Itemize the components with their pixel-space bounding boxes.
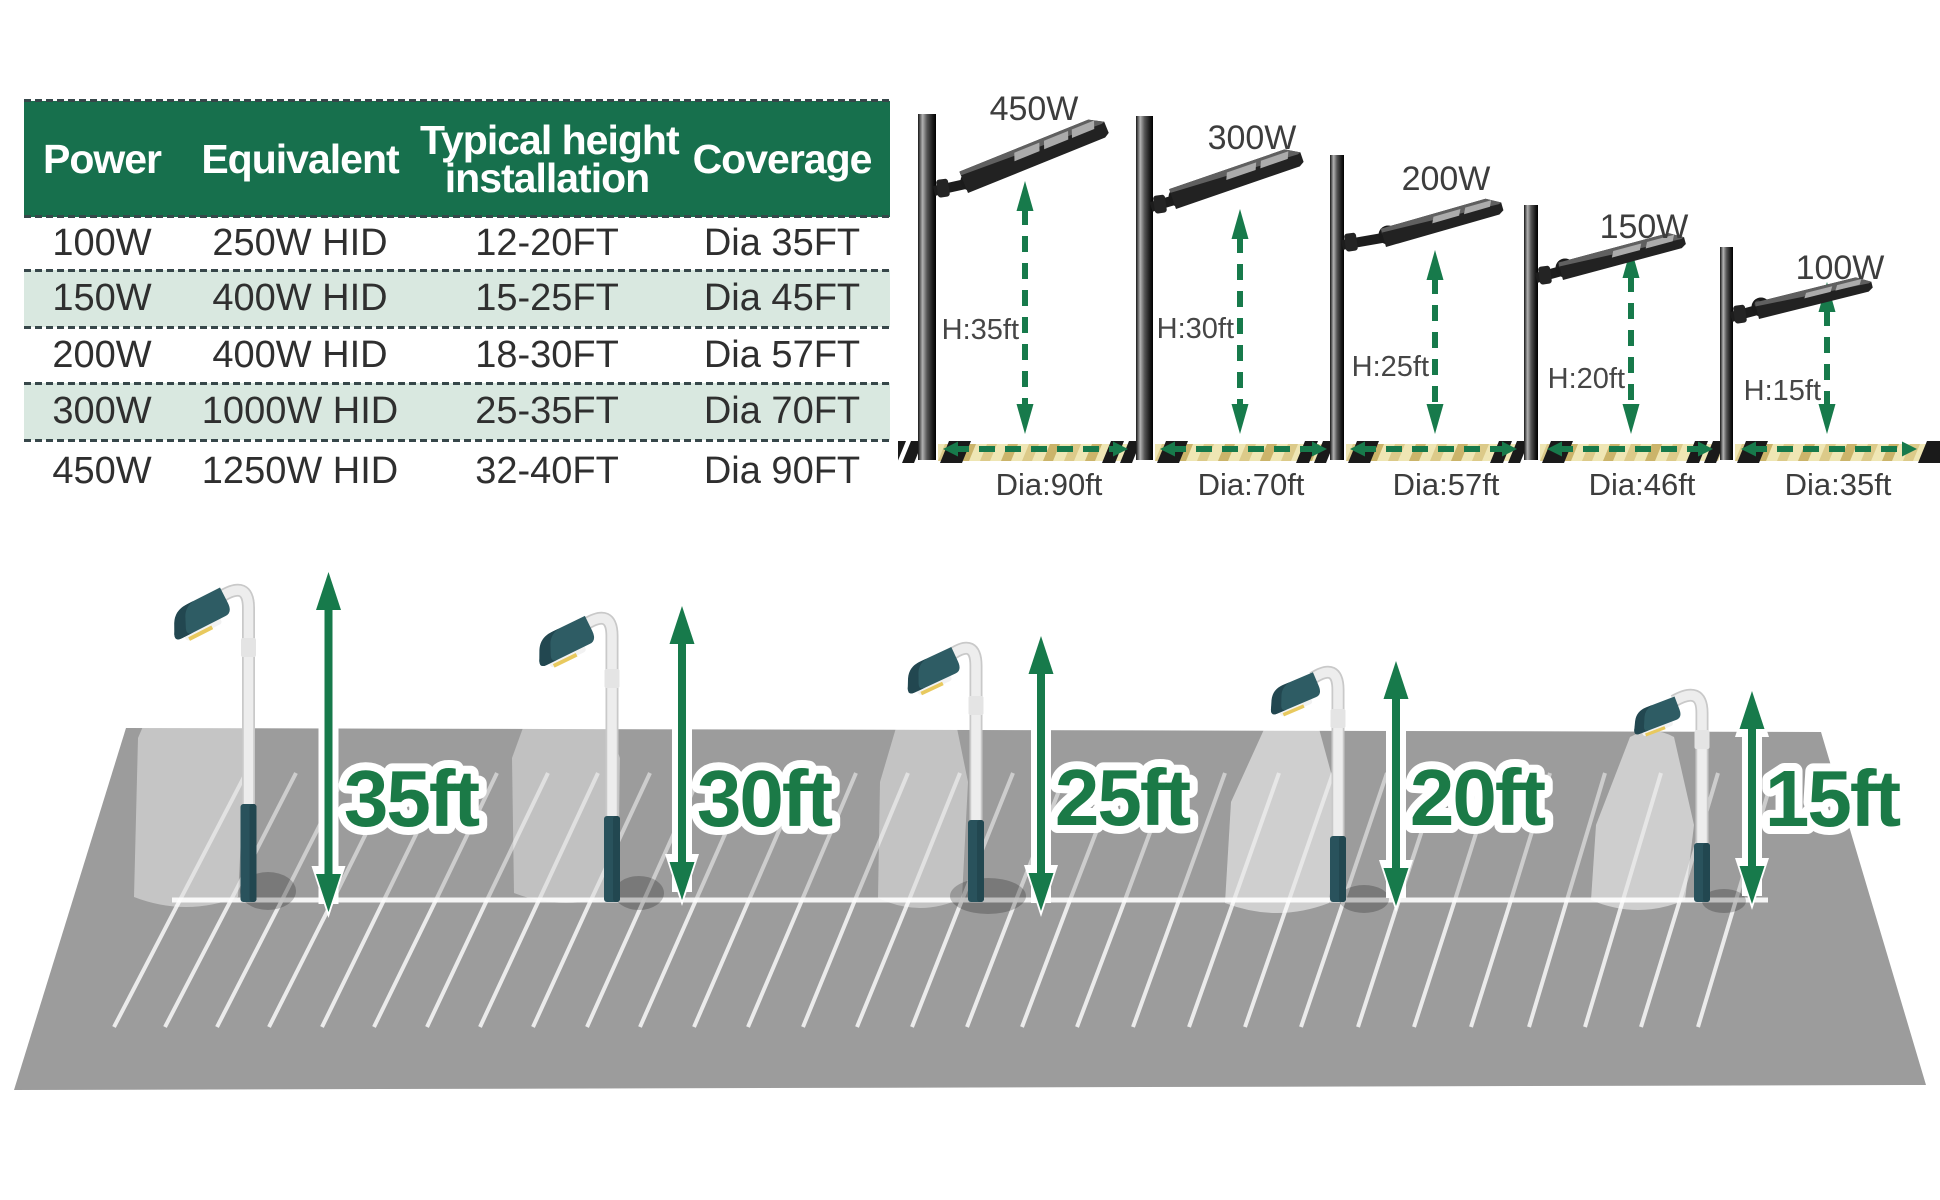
svg-text:25ft: 25ft — [1055, 753, 1191, 842]
svg-text:35ft: 35ft — [344, 754, 480, 843]
svg-text:15ft: 15ft — [1765, 754, 1901, 843]
svg-text:300W: 300W — [1208, 119, 1297, 157]
svg-text:H:20ft: H:20ft — [1548, 363, 1625, 395]
svg-text:200W: 200W — [1402, 160, 1491, 198]
svg-text:H:30ft: H:30ft — [1157, 313, 1234, 345]
svg-text:Dia:57ft: Dia:57ft — [1393, 467, 1500, 502]
svg-text:150W: 150W — [1600, 208, 1689, 246]
svg-text:Dia:46ft: Dia:46ft — [1589, 467, 1696, 502]
svg-text:H:15ft: H:15ft — [1744, 375, 1821, 407]
svg-text:Dia:90ft: Dia:90ft — [996, 467, 1103, 502]
svg-text:H:35ft: H:35ft — [942, 314, 1019, 346]
svg-text:100W: 100W — [1796, 249, 1885, 287]
svg-text:20ft: 20ft — [1410, 753, 1546, 842]
svg-text:450W: 450W — [990, 90, 1079, 128]
svg-text:Dia:35ft: Dia:35ft — [1785, 467, 1892, 502]
svg-text:Dia:70ft: Dia:70ft — [1198, 467, 1305, 502]
svg-text:H:25ft: H:25ft — [1352, 351, 1429, 383]
svg-text:30ft: 30ft — [697, 754, 833, 843]
